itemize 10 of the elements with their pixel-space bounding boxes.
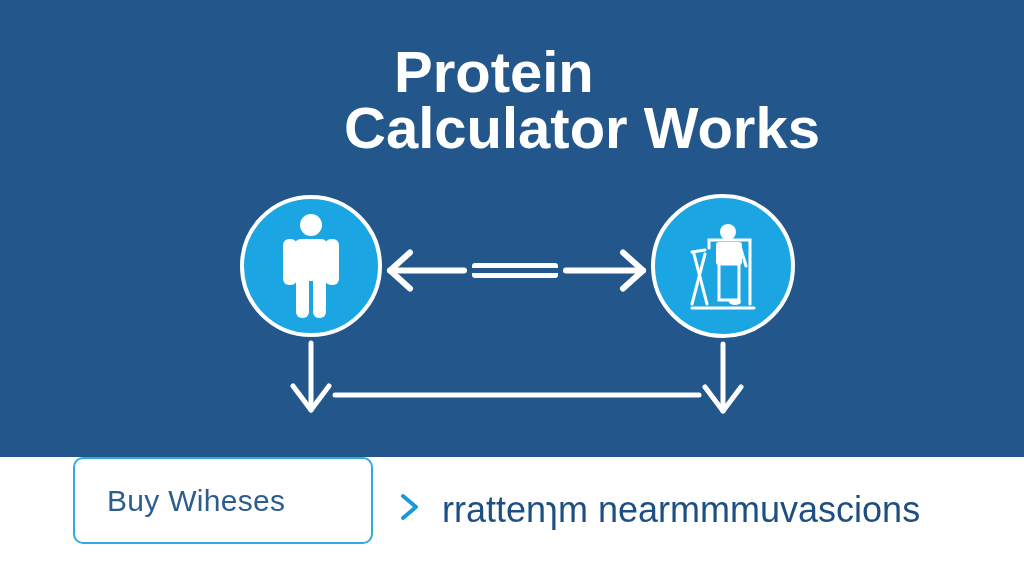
option-label: Buy Wiheses xyxy=(107,482,286,519)
arrow xyxy=(387,249,467,292)
title: Protein Calculator Works xyxy=(344,44,821,156)
option-card xyxy=(73,457,373,544)
equals-sign xyxy=(472,263,558,278)
down-arrow xyxy=(290,340,332,413)
chevron-arrow xyxy=(401,494,418,520)
arrow xyxy=(563,249,646,292)
down-arrow xyxy=(702,341,744,414)
description-text: rrattenɿm nearmmmuvascions xyxy=(442,490,921,530)
